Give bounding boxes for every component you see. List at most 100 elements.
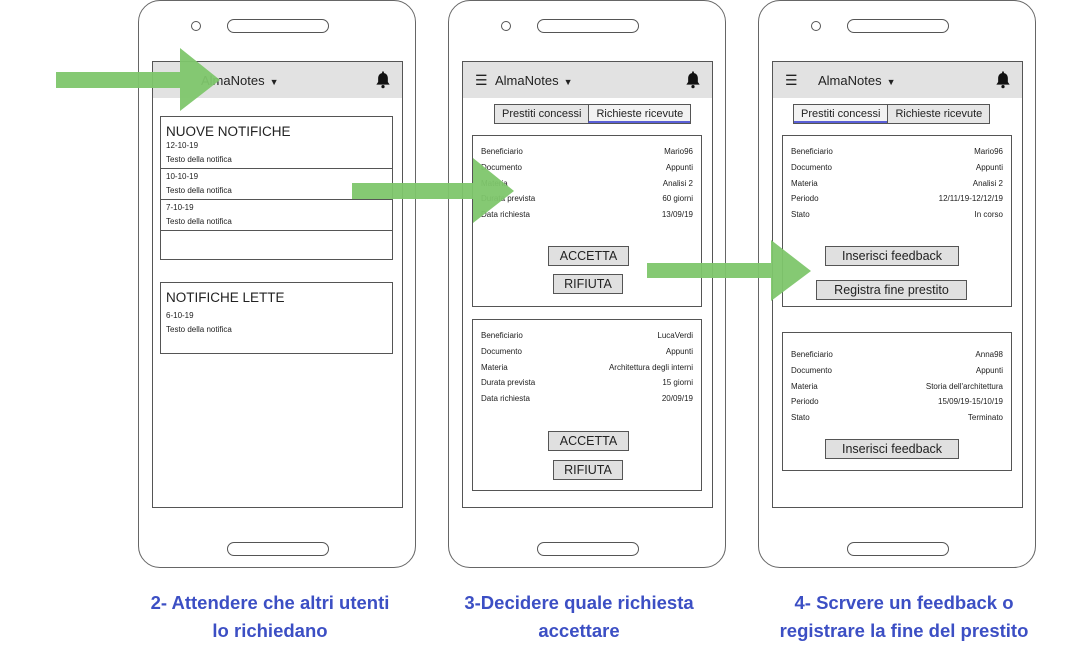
tab-prestiti-concessi[interactable]: Prestiti concessi [502, 108, 582, 120]
new-notifications-section: NUOVE NOTIFICHE 12-10-19 Testo della not… [160, 116, 393, 260]
app-title[interactable]: AlmaNotes▼ [818, 73, 896, 88]
field-label: Materia [791, 382, 818, 391]
tab-bar: Prestiti concessi Richieste ricevute [793, 104, 991, 124]
home-button [847, 542, 949, 556]
notification-date: 10-10-19 [166, 172, 199, 181]
app-top-bar: ☰ AlmaNotes▼ [463, 62, 712, 98]
bell-icon[interactable] [684, 71, 702, 89]
field-value: 20/09/19 [661, 394, 693, 403]
notification-item[interactable]: 12-10-19 Testo della notifica [161, 141, 392, 169]
field-value: Anna98 [975, 350, 1003, 359]
caption-line: 4- Scrvere un feedback o [794, 592, 1014, 613]
tab-richieste-ricevute[interactable]: Richieste ricevute [588, 105, 691, 123]
field-value: Appunti [975, 163, 1003, 172]
caption-line: accettare [538, 620, 620, 641]
bell-icon[interactable] [994, 71, 1012, 89]
bell-icon[interactable] [374, 71, 392, 89]
insert-feedback-button[interactable]: Inserisci feedback [825, 246, 959, 266]
caption-line: registrare la fine del prestito [779, 620, 1029, 641]
camera-icon [191, 21, 201, 31]
flow-arrow-icon [647, 240, 811, 301]
field-row: Materia Storia dell'architettura [791, 382, 1003, 391]
field-value: Mario96 [974, 147, 1003, 156]
field-value: 15 giorni [662, 378, 693, 387]
notification-text: Testo della notifica [166, 325, 232, 334]
field-value: 12/11/19-12/12/19 [938, 194, 1003, 203]
notification-text: Testo della notifica [166, 155, 232, 164]
flow-arrow-icon [56, 48, 220, 111]
camera-icon [501, 21, 511, 31]
field-label: Beneficiario [791, 350, 833, 359]
field-label: Documento [481, 163, 522, 172]
speaker-icon [847, 19, 949, 33]
notification-date: 7-10-19 [166, 203, 194, 212]
field-value: Analisi 2 [972, 179, 1003, 188]
caption-line: 2- Attendere che altri utenti [150, 592, 390, 613]
field-value: LucaVerdi [657, 331, 693, 340]
hamburger-icon[interactable]: ☰ [785, 72, 798, 88]
loan-card: Beneficiario Mario96 Documento Appunti Mat… [782, 135, 1012, 307]
accept-button[interactable]: ACCETTA [548, 246, 629, 266]
field-row: Beneficiario Mario96 [791, 147, 1003, 156]
notification-item[interactable]: 10-10-19 Testo della notifica [161, 169, 392, 200]
tab-richieste-ricevute[interactable]: Richieste ricevute [887, 105, 989, 123]
camera-icon [811, 21, 821, 31]
field-value: 60 giorni [662, 194, 693, 203]
field-label: Beneficiario [791, 147, 833, 156]
field-label: Documento [791, 163, 832, 172]
field-label: Beneficiario [481, 331, 523, 340]
field-row: Stato Terminato [791, 413, 1003, 422]
field-label: Data richiesta [481, 210, 530, 219]
field-value: Terminato [967, 413, 1003, 422]
notification-item[interactable]: 7-10-19 Testo della notifica [161, 200, 392, 231]
field-label: Periodo [791, 397, 819, 406]
field-row: Documento Appunti [791, 366, 1003, 375]
insert-feedback-button[interactable]: Inserisci feedback [825, 439, 959, 459]
reject-button[interactable]: RIFIUTA [553, 460, 623, 480]
caption-line: lo richiedano [212, 620, 328, 641]
home-button [537, 542, 639, 556]
caption-line: 3-Decidere quale richiesta [464, 592, 694, 613]
reject-button[interactable]: RIFIUTA [553, 274, 623, 294]
field-label: Documento [791, 366, 832, 375]
field-label: Materia [481, 363, 508, 372]
caret-down-icon: ▼ [269, 77, 279, 87]
section-title: NUOVE NOTIFICHE [166, 124, 291, 139]
field-label: Data richiesta [481, 394, 530, 403]
register-loan-end-button[interactable]: Registra fine prestito [816, 280, 967, 300]
tab-prestiti-concessi[interactable]: Prestiti concessi [794, 105, 888, 123]
read-notifications-section: NOTIFICHE LETTE 6-10-19 Testo della noti… [160, 282, 393, 354]
step-caption: 3-Decidere quale richiesta accettare [434, 589, 724, 645]
field-label: Materia [791, 179, 818, 188]
tab-bar: Prestiti concessi Richieste ricevute [494, 104, 692, 124]
field-row: Materia Analisi 2 [791, 179, 1003, 188]
flow-arrow-icon [352, 158, 514, 223]
caret-down-icon: ▼ [563, 77, 573, 87]
field-label: Stato [791, 413, 810, 422]
field-label: Stato [791, 210, 810, 219]
notification-date: 12-10-19 [166, 141, 199, 150]
field-value: Storia dell'architettura [925, 382, 1003, 391]
accept-button[interactable]: ACCETTA [548, 431, 629, 451]
field-value: Analisi 2 [662, 179, 693, 188]
hamburger-icon[interactable]: ☰ [475, 72, 488, 88]
app-title[interactable]: AlmaNotes▼ [495, 73, 573, 88]
speaker-icon [227, 19, 329, 33]
field-value: Appunti [975, 366, 1003, 375]
notification-item[interactable]: 6-10-19 Testo della notifica [161, 307, 392, 338]
field-label: Documento [481, 347, 522, 356]
notification-text: Testo della notifica [166, 217, 232, 226]
app-title[interactable]: AlmaNotes▼ [201, 73, 279, 88]
field-label: Beneficiario [481, 147, 523, 156]
screen-notifications: AlmaNotes▼ NUOVE NOTIFICHE 12-10-19 Test… [152, 61, 403, 508]
field-row: Documento Appunti [791, 163, 1003, 172]
home-button [227, 542, 329, 556]
